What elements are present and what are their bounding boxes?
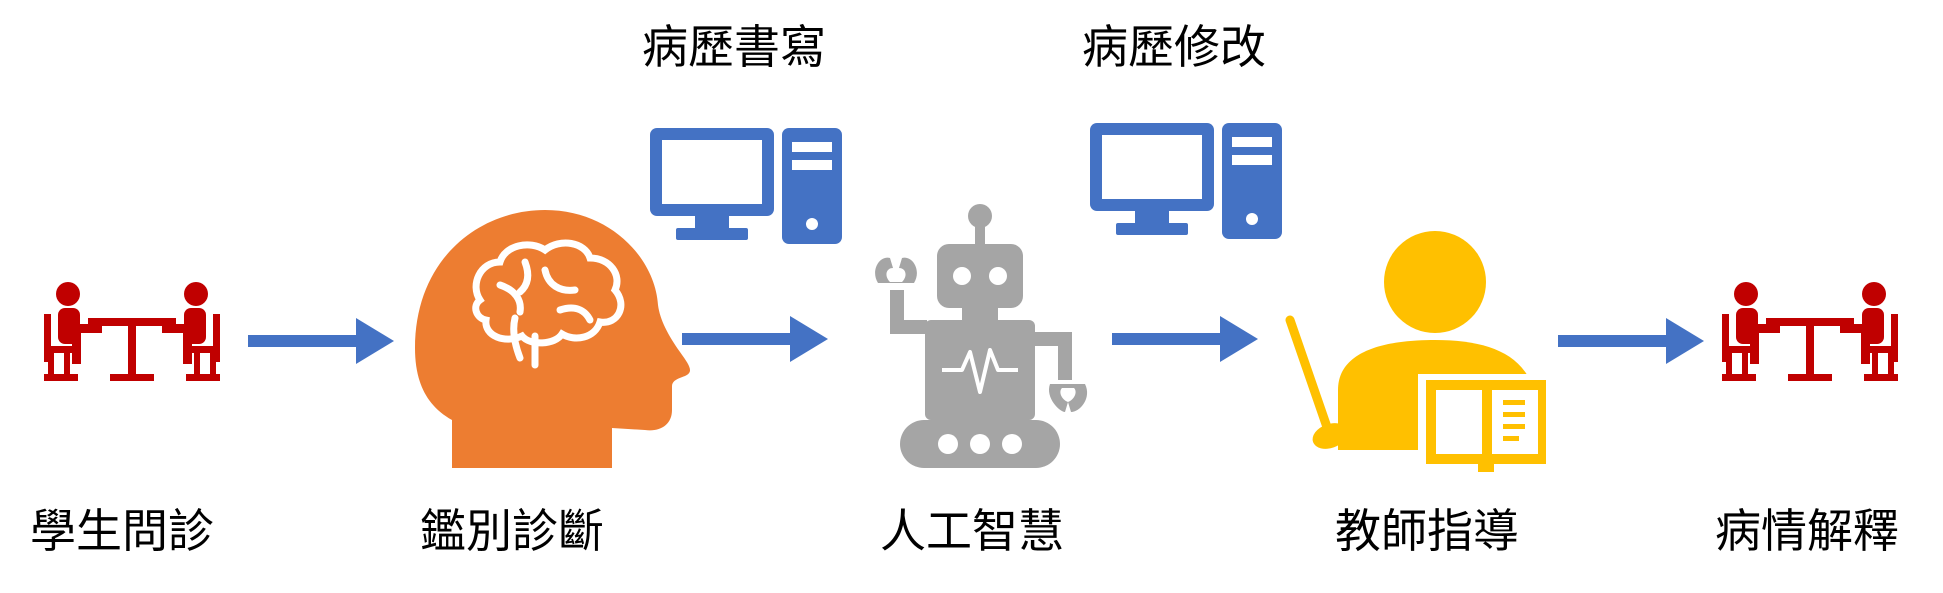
computer-label: 病歷修改: [1082, 20, 1266, 74]
arrow: [1112, 316, 1258, 362]
teacher-icon: [1285, 231, 1552, 472]
robot-icon: [875, 204, 1088, 468]
brain-head-icon: [415, 210, 691, 468]
computer-label: 病歷書寫: [642, 20, 826, 74]
arrow: [248, 318, 394, 364]
step-label: 鑑別診斷: [420, 504, 604, 558]
consultation-icon: [1722, 282, 1898, 381]
consultation-icon: [44, 282, 220, 381]
step-label: 學生問診: [30, 504, 214, 558]
step-label: 病情解釋: [1715, 504, 1899, 558]
step-label: 教師指導: [1335, 504, 1519, 558]
desktop-computer-icon: [1090, 123, 1282, 239]
desktop-computer-icon: [650, 128, 842, 244]
arrow: [1558, 318, 1704, 364]
step-label: 人工智慧: [880, 504, 1064, 558]
arrow: [682, 316, 828, 362]
